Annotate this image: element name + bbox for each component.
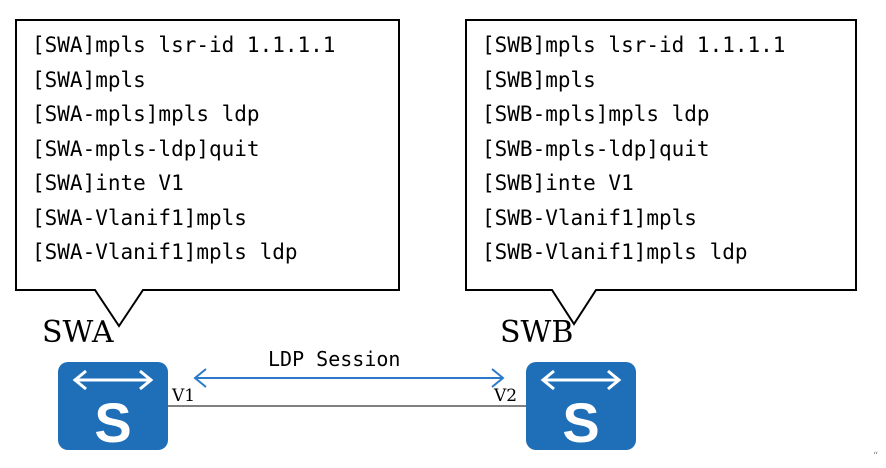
swa-device-label: SWA xyxy=(42,315,114,350)
swb-command-line: [SWB]inte V1 xyxy=(482,171,634,195)
swb-callout-bubble xyxy=(465,19,857,326)
swa-callout-bubble xyxy=(15,19,400,328)
corner-mark: “ xyxy=(873,451,879,462)
swb-command-list: [SWB]mpls lsr-id 1.1.1.1 [SWB]mpls [SWB-… xyxy=(466,20,856,290)
swa-switch-glyph: S xyxy=(94,391,131,450)
swb-command-line: [SWB-mpls]mpls ldp xyxy=(482,102,710,126)
swb-switch-body xyxy=(526,362,636,450)
swa-switch-body xyxy=(58,362,168,450)
swa-switch-icon: S xyxy=(58,362,168,450)
swb-command-line: [SWB-mpls-ldp]quit xyxy=(482,136,710,161)
swa-command-line: [SWA]mpls xyxy=(32,67,146,92)
swa-command-line: [SWA]mpls lsr-id 1.1.1.1 xyxy=(32,33,336,57)
ldp-session-label: LDP Session xyxy=(268,347,401,371)
swb-switch-icon: S xyxy=(526,362,636,450)
swb-command-line: [SWB-Vlanif1]mpls ldp xyxy=(482,240,748,264)
swa-command-line: [SWA]inte V1 xyxy=(32,171,184,195)
swa-command-line: [SWA-mpls-ldp]quit xyxy=(32,136,260,161)
swa-command-line: [SWA-Vlanif1]mpls xyxy=(32,205,247,230)
swa-port-label: V1 xyxy=(172,386,196,406)
swb-command-line: [SWB]mpls xyxy=(482,67,596,92)
ldp-session-arrowhead-right xyxy=(491,368,505,388)
ldp-session-arrowhead-left xyxy=(193,368,207,388)
swa-command-line: [SWA-mpls]mpls ldp xyxy=(32,102,260,126)
swb-switch-glyph: S xyxy=(562,391,599,450)
swb-port-label: V2 xyxy=(494,386,518,406)
swb-device-label: SWB xyxy=(500,315,574,350)
swa-command-line: [SWA-Vlanif1]mpls ldp xyxy=(32,240,298,264)
swa-command-list: [SWA]mpls lsr-id 1.1.1.1 [SWA]mpls [SWA-… xyxy=(16,20,399,290)
swb-command-line: [SWB-Vlanif1]mpls xyxy=(482,205,697,230)
swb-command-line: [SWB]mpls lsr-id 1.1.1.1 xyxy=(482,33,786,57)
